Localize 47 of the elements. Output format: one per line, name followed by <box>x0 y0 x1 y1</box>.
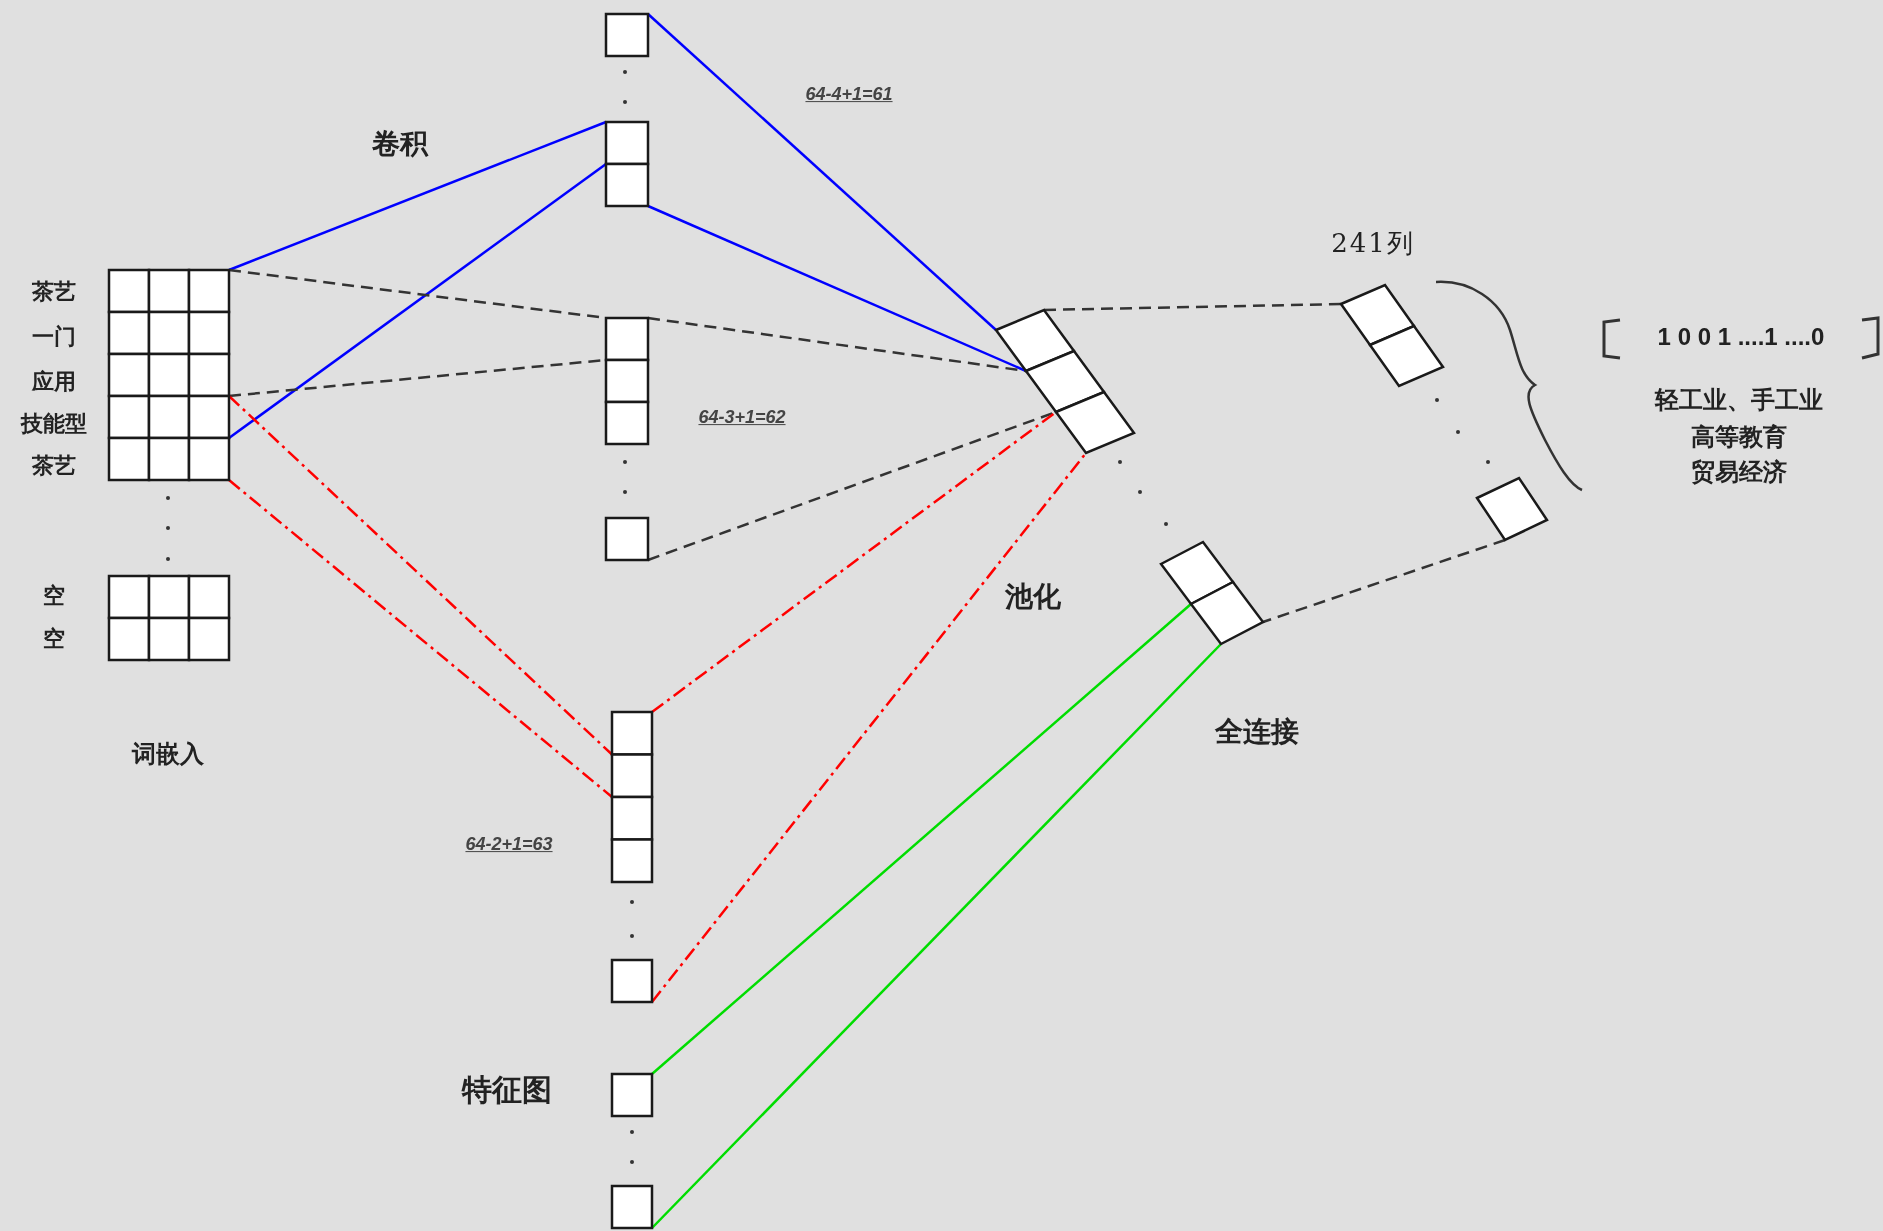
word-label: 技能型 <box>21 411 87 437</box>
word-label: 高等教育 <box>1691 423 1787 451</box>
pooled-cell-strip <box>996 310 1134 453</box>
connector-line <box>1043 302 1342 312</box>
connector-line <box>651 603 1192 1075</box>
connector-line <box>228 120 607 272</box>
word-label: 应用 <box>32 369 76 395</box>
feature-cell-column <box>606 318 648 444</box>
embedding-matrix <box>109 270 229 480</box>
word-label: 空 <box>43 583 65 609</box>
connector-line <box>651 452 1087 1003</box>
connector-line <box>228 395 613 756</box>
word-label: 一门 <box>32 324 76 350</box>
formula-text: 64-4+1=61 <box>805 85 893 105</box>
output-vector-text: 1 0 0 1 ....1 ....0 <box>1657 323 1825 351</box>
stage-label: 全连接 <box>1215 716 1299 748</box>
feature-cell <box>606 14 648 56</box>
feature-cell-column <box>612 712 652 882</box>
formula-text: 64-3+1=62 <box>698 408 786 428</box>
pooled-cell-strip <box>1161 542 1263 644</box>
column-count-label: 241列 <box>1331 228 1415 258</box>
embedding-matrix <box>109 576 229 660</box>
connector-line <box>651 411 1057 713</box>
connector-line <box>647 13 997 331</box>
connector-line <box>647 204 1027 373</box>
word-label: 茶艺 <box>32 453 76 479</box>
output-cell-strip <box>1341 285 1443 386</box>
feature-cell <box>612 960 652 1002</box>
stage-label: 卷积 <box>372 128 428 160</box>
output-cell <box>1477 478 1547 540</box>
stage-label: 特征图 <box>462 1072 552 1106</box>
word-label: 空 <box>43 626 65 652</box>
feature-cell-column <box>606 122 648 206</box>
connector-line <box>228 163 607 439</box>
word-label: 词嵌入 <box>132 740 204 768</box>
connector-line <box>651 643 1222 1229</box>
feature-cell <box>612 1074 652 1116</box>
feature-cell <box>612 1186 652 1228</box>
connector-line <box>647 316 1027 373</box>
feature-cell <box>606 518 648 560</box>
formula-text: 64-2+1=63 <box>465 835 553 855</box>
word-label: 轻工业、手工业 <box>1655 386 1823 414</box>
word-label: 贸易经济 <box>1691 458 1787 486</box>
word-label: 茶艺 <box>32 279 76 305</box>
stage-label: 池化 <box>1005 581 1061 613</box>
connector-line <box>228 479 613 798</box>
connector-line <box>1262 538 1506 624</box>
